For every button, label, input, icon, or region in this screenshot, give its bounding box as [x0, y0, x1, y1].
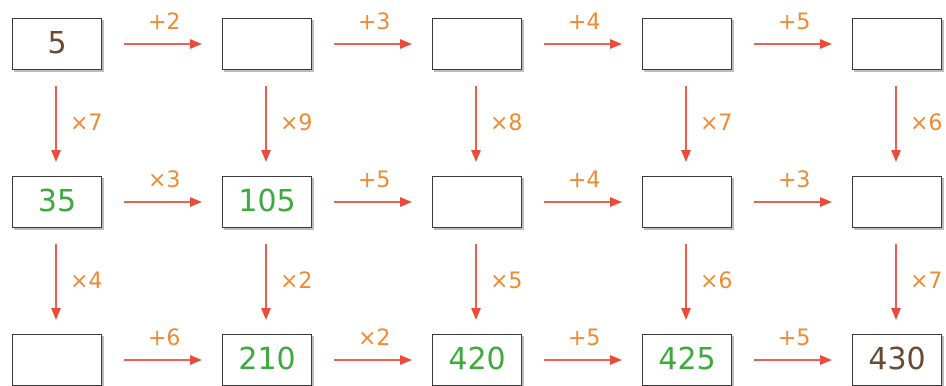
operation-label: +2	[148, 10, 181, 35]
empty-answer-box	[432, 176, 522, 228]
empty-answer-box	[12, 334, 102, 386]
box-value: 5	[47, 26, 67, 61]
number-box: 210	[222, 334, 312, 386]
arrow-down-head	[681, 150, 691, 162]
empty-answer-box	[432, 18, 522, 70]
arrow-down-head	[51, 308, 61, 320]
number-box: 5	[12, 18, 102, 70]
operation-label: ×9	[280, 111, 313, 136]
operation-label: ×6	[910, 111, 943, 136]
empty-answer-box	[642, 18, 732, 70]
arrow-right-head	[400, 39, 412, 49]
box-value: 425	[658, 342, 716, 377]
empty-answer-box	[642, 176, 732, 228]
arrow-down-head	[51, 150, 61, 162]
arrow-right-head	[190, 39, 202, 49]
box-value: 105	[238, 184, 296, 219]
number-box: 105	[222, 176, 312, 228]
box-value: 430	[868, 342, 926, 377]
operation-label: ×7	[700, 111, 733, 136]
operation-label: ×2	[280, 269, 313, 294]
arrow-down-head	[681, 308, 691, 320]
operation-label: +3	[358, 10, 391, 35]
box-value: 35	[37, 184, 77, 219]
arrow-right-head	[820, 39, 832, 49]
operation-label: ×7	[910, 269, 943, 294]
operation-label: ×3	[148, 168, 181, 193]
arrow-right-head	[820, 355, 832, 365]
operation-label: +3	[778, 168, 811, 193]
arrow-down-head	[261, 150, 271, 162]
arrow-down-head	[471, 308, 481, 320]
empty-answer-box	[222, 18, 312, 70]
empty-answer-box	[852, 18, 942, 70]
operation-label: +5	[358, 168, 391, 193]
arrow-right-head	[400, 197, 412, 207]
operation-label: ×5	[490, 269, 523, 294]
arrow-right-head	[400, 355, 412, 365]
arrow-right-head	[190, 197, 202, 207]
arrow-down-head	[891, 308, 901, 320]
number-box: 35	[12, 176, 102, 228]
operation-label: +5	[778, 10, 811, 35]
arrow-right-head	[610, 355, 622, 365]
number-box: 430	[852, 334, 942, 386]
arrow-down-head	[471, 150, 481, 162]
operation-label: +5	[568, 326, 601, 351]
operation-label: ×2	[358, 326, 391, 351]
empty-answer-box	[852, 176, 942, 228]
arrow-right-head	[610, 39, 622, 49]
box-value: 210	[238, 342, 296, 377]
arrow-right-head	[610, 197, 622, 207]
arrow-down-head	[891, 150, 901, 162]
operation-label: ×7	[70, 111, 103, 136]
operation-label: +5	[778, 326, 811, 351]
arrow-right-head	[820, 197, 832, 207]
arrow-down-head	[261, 308, 271, 320]
operation-label: +4	[568, 168, 601, 193]
operation-label: ×4	[70, 269, 103, 294]
number-box: 420	[432, 334, 522, 386]
arrow-right-head	[190, 355, 202, 365]
box-value: 420	[448, 342, 506, 377]
operation-label: +6	[148, 326, 181, 351]
operation-label: ×6	[700, 269, 733, 294]
operation-label: ×8	[490, 111, 523, 136]
number-box: 425	[642, 334, 732, 386]
operation-label: +4	[568, 10, 601, 35]
